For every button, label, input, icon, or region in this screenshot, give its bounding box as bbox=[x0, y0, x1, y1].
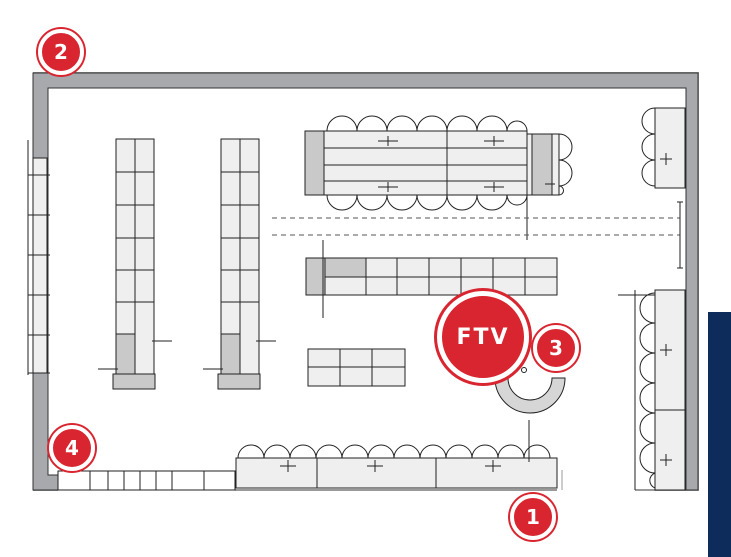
marker-3-label: 3 bbox=[549, 336, 563, 360]
ftv-badge: FTV bbox=[437, 291, 529, 383]
gondola-center bbox=[203, 138, 276, 390]
right-wall-upper-fixture bbox=[641, 107, 686, 189]
round-counter bbox=[494, 367, 566, 414]
freezer-row-bottom bbox=[235, 420, 563, 490]
marker-4-label: 4 bbox=[65, 436, 79, 460]
marker-2: 2 bbox=[38, 29, 84, 75]
gondola-left bbox=[98, 138, 172, 390]
ftv-badge-label: FTV bbox=[456, 324, 510, 350]
shelf-row-middle bbox=[305, 240, 558, 318]
checkout-shelves bbox=[57, 470, 236, 491]
side-accent-bar bbox=[708, 312, 731, 557]
marker-1: 1 bbox=[510, 494, 556, 540]
marker-4: 4 bbox=[49, 425, 95, 471]
marker-3: 3 bbox=[533, 325, 579, 371]
marker-2-label: 2 bbox=[54, 40, 68, 64]
aisle-dashed-lines bbox=[272, 217, 680, 236]
left-wall-shelving bbox=[27, 140, 50, 375]
marker-1-label: 1 bbox=[526, 505, 540, 529]
freezer-island-top bbox=[304, 115, 573, 240]
right-wall-lower-fixture bbox=[618, 289, 686, 491]
small-table bbox=[307, 348, 406, 387]
